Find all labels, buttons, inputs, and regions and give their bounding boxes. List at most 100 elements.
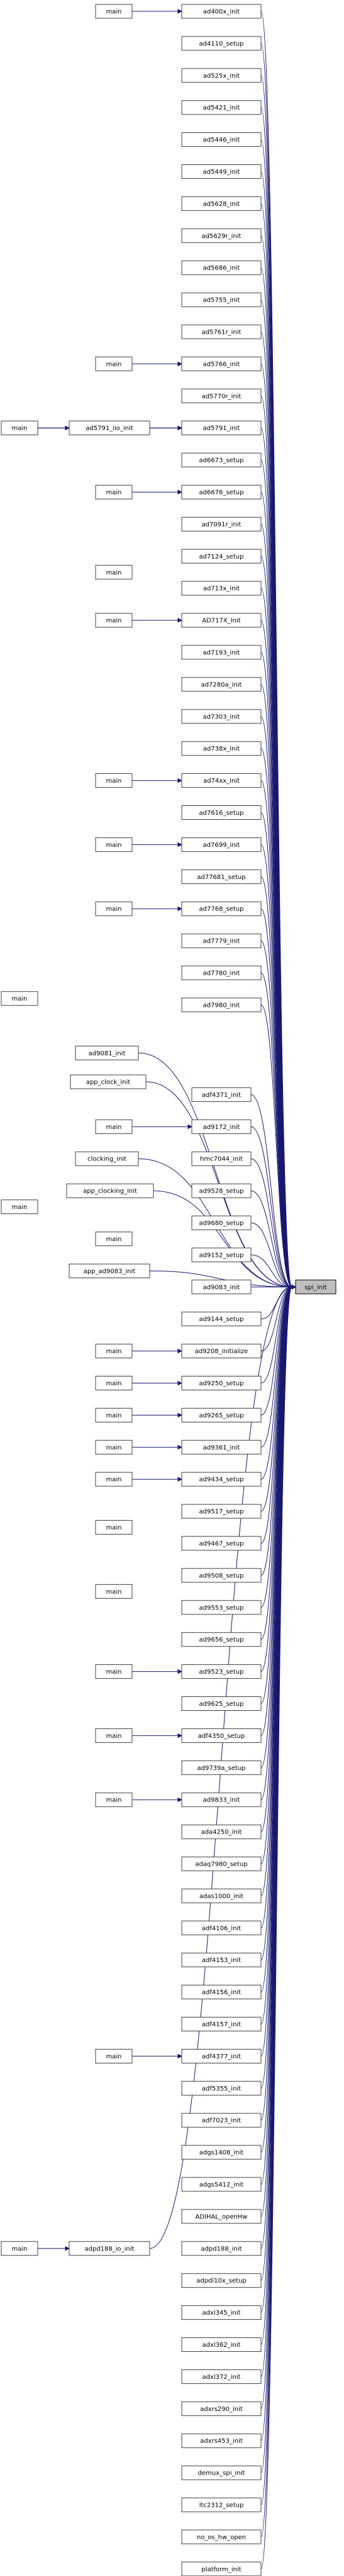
node-ad9833_init[interactable]: ad9833_init [181,1792,262,1807]
node-ad6676_setup[interactable]: ad6676_setup [181,485,262,499]
node-ad7303_init[interactable]: ad7303_init [181,709,262,724]
node-main[interactable]: main [95,2048,133,2063]
node-adpd188_init[interactable]: adpd188_init [181,2241,262,2256]
node-ad7699_init[interactable]: ad7699_init [181,837,262,852]
node-ad5446_init[interactable]: ad5446_init [181,132,262,147]
node-main[interactable]: main [95,1344,133,1359]
node-main[interactable]: main [95,773,133,788]
node-main[interactable]: main [95,1792,133,1807]
node-main[interactable]: main [1,421,38,436]
node-adf4156_init[interactable]: adf4156_init [181,1985,262,2000]
node-ad5766_init[interactable]: ad5766_init [181,356,262,372]
node-ad5628_init[interactable]: ad5628_init [181,196,262,211]
node-main[interactable]: main [95,1584,133,1599]
node-adxrs453_init[interactable]: adxrs453_init [181,2433,262,2448]
node-app_clock_init[interactable]: app_clock_init [70,1074,147,1089]
node-ad7193_init[interactable]: ad7193_init [181,645,262,660]
node-main[interactable]: main [95,613,133,628]
node-ad5449_init[interactable]: ad5449_init [181,164,262,179]
node-adgs5412_init[interactable]: adgs5412_init [181,2177,262,2192]
node-adf4377_init[interactable]: adf4377_init [181,2048,262,2063]
node-app_ad9083_init[interactable]: app_ad9083_init [69,1263,150,1278]
node-adpdl10x_setup[interactable]: adpdl10x_setup [181,2273,262,2288]
node-ad5791_init[interactable]: ad5791_init [181,421,262,436]
node-ad5686_init[interactable]: ad5686_init [181,260,262,275]
node-adf4350_setup[interactable]: adf4350_setup [181,1728,262,1743]
node-main[interactable]: main [95,837,133,852]
node-adxl372_init[interactable]: adxl372_init [181,2369,262,2384]
node-ad9265_setup[interactable]: ad9265_setup [181,1407,262,1422]
node-adaq7980_setup[interactable]: adaq7980_setup [181,1856,262,1871]
node-ad9625_setup[interactable]: ad9625_setup [181,1696,262,1711]
node-ad400x_init[interactable]: ad400x_init [181,4,262,19]
node-adihal_openhw[interactable]: ADIHAL_openHw [181,2209,262,2224]
node-main[interactable]: main [95,1728,133,1743]
node-ad4110_setup[interactable]: ad4110_setup [181,36,262,51]
node-adxl345_init[interactable]: adxl345_init [181,2305,262,2320]
node-ad525x_init[interactable]: ad525x_init [181,68,262,83]
node-ad9656_setup[interactable]: ad9656_setup [181,1632,262,1647]
node-adxrs290_init[interactable]: adxrs290_init [181,2401,262,2416]
node-adpd188_io_init[interactable]: adpd188_io_init [69,2241,150,2256]
node-ad5770r_init[interactable]: ad5770r_init [181,389,262,404]
node-ad5755_init[interactable]: ad5755_init [181,292,262,307]
node-ad9172_init[interactable]: ad9172_init [191,1119,252,1134]
node-adf4371_init[interactable]: adf4371_init [191,1087,252,1102]
node-main[interactable]: main [95,485,133,499]
node-ad9680_setup[interactable]: ad9680_setup [191,1215,252,1230]
node-hmc7044_init[interactable]: hmc7044_init [191,1151,252,1166]
node-adf4153_init[interactable]: adf4153_init [181,1953,262,1968]
node-ad5629r_init[interactable]: ad5629r_init [181,228,262,243]
node-adas1000_init[interactable]: adas1000_init [181,1888,262,1904]
node-main[interactable]: main [95,1664,133,1679]
node-ad9523_setup[interactable]: ad9523_setup [181,1664,262,1679]
node-ad9081_init[interactable]: ad9081_init [75,1045,139,1060]
node-adgs1408_init[interactable]: adgs1408_init [181,2145,262,2160]
node-ad5761r_init[interactable]: ad5761r_init [181,324,262,339]
node-ad9083_init[interactable]: ad9083_init [191,1279,252,1295]
node-main[interactable]: main [95,356,133,372]
node-ad9517_setup[interactable]: ad9517_setup [181,1504,262,1519]
node-ada4250_init[interactable]: ada4250_init [181,1824,262,1839]
node-ad9467_setup[interactable]: ad9467_setup [181,1536,262,1551]
node-platform_init[interactable]: platform_init [181,2562,262,2576]
node-demux_spi_init[interactable]: demux_spi_init [181,2465,262,2480]
node-adf7023_init[interactable]: adf7023_init [181,2113,262,2128]
node-ad9361_init[interactable]: ad9361_init [181,1439,262,1455]
node-ad5421_init[interactable]: ad5421_init [181,100,262,115]
node-no_os_hw_open[interactable]: no_os_hw_open [181,2529,262,2545]
node-main[interactable]: main [1,991,38,1006]
node-main[interactable]: main [95,1376,133,1391]
node-main[interactable]: main [95,1439,133,1455]
node-ad7091r_init[interactable]: ad7091r_init [181,516,262,531]
node-main[interactable]: main [95,1520,133,1535]
node-main[interactable]: main [95,901,133,916]
node-ad7768_setup[interactable]: ad7768_setup [181,901,262,916]
node-ad74xx_init[interactable]: ad74xx_init [181,773,262,788]
node-adf4157_init[interactable]: adf4157_init [181,2017,262,2032]
node-ad9208_initialize[interactable]: ad9208_initialize [181,1344,262,1359]
node-ad717x_init[interactable]: AD717X_Init [181,613,262,628]
node-ad7780_init[interactable]: ad7780_init [181,965,262,980]
node-ad9434_setup[interactable]: ad9434_setup [181,1472,262,1487]
node-ad7124_setup[interactable]: ad7124_setup [181,548,262,564]
node-ad9528_setup[interactable]: ad9528_setup [191,1183,252,1198]
node-clocking_init[interactable]: clocking_init [75,1151,139,1166]
node-ad7616_setup[interactable]: ad7616_setup [181,805,262,820]
node-main[interactable]: main [95,4,133,19]
node-spi_init[interactable]: spi_init [295,1279,336,1295]
node-ad5791_iio_init[interactable]: ad5791_iio_init [69,421,150,436]
node-main[interactable]: main [95,1472,133,1487]
node-ad6673_setup[interactable]: ad6673_setup [181,453,262,468]
node-main[interactable]: main [95,1231,133,1246]
node-ad77681_setup[interactable]: ad77681_setup [181,869,262,884]
node-main[interactable]: main [1,2241,38,2256]
node-main[interactable]: main [1,1200,38,1215]
node-adf4106_init[interactable]: adf4106_init [181,1921,262,1936]
node-app_clocking_init[interactable]: app_clocking_init [66,1183,154,1198]
node-ad7980_init[interactable]: ad7980_init [181,997,262,1013]
node-ad9144_setup[interactable]: ad9144_setup [181,1312,262,1327]
node-ad7280a_init[interactable]: ad7280a_init [181,677,262,692]
node-adf5355_init[interactable]: adf5355_init [181,2080,262,2096]
node-ad7779_init[interactable]: ad7779_init [181,933,262,948]
